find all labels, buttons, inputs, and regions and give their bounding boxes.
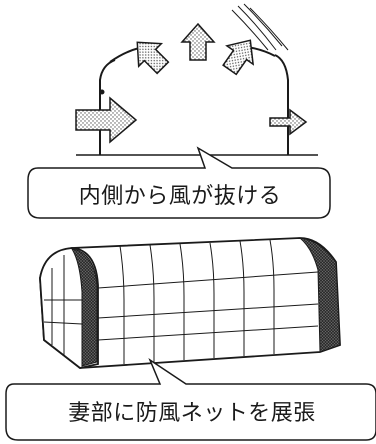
pattern-arrow-icon <box>75 96 138 144</box>
callout-top-text: 内側から風が抜ける <box>78 184 282 209</box>
side-purlins <box>97 271 319 341</box>
greenhouse-cross-section <box>76 3 318 156</box>
pattern-arrow-icon <box>136 41 170 75</box>
callout-bubble-top <box>27 146 331 219</box>
greenhouse-icon <box>39 237 341 369</box>
pattern-arrow-icon <box>180 22 216 61</box>
wind-arrows <box>75 22 308 144</box>
wind-wisp-lines <box>231 3 289 51</box>
pattern-arrow-icon <box>222 39 255 76</box>
wall-node <box>99 89 105 95</box>
windbreak-net-icon <box>298 237 341 353</box>
roof-hoops <box>119 239 275 364</box>
windbreak-net-icon <box>71 248 98 367</box>
callout-bottom-text: 妻部に防風ネットを展張 <box>68 401 316 426</box>
front-gable-frame <box>43 255 83 355</box>
pattern-arrow-icon <box>269 108 308 136</box>
right-wall-line <box>274 54 289 155</box>
callout-bubble-bottom <box>5 358 376 441</box>
